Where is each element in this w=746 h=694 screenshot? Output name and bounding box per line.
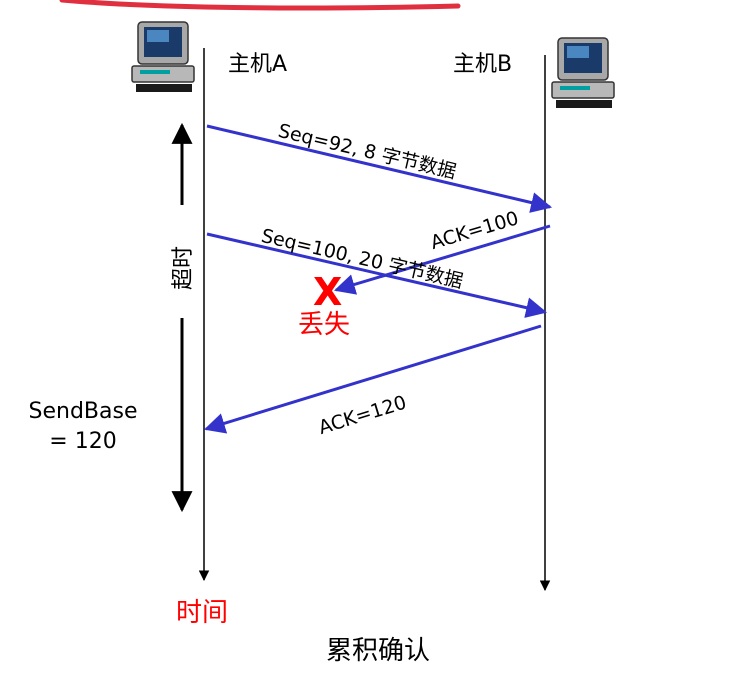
header-highlight-stroke [59,0,461,11]
host-a-label: 主机A [228,52,288,77]
time-axis-label: 时间 [176,598,229,628]
computer-icon [551,37,615,108]
loss-label: 丢失 [298,310,351,340]
sendbase-line2: = 120 [49,429,117,454]
host-b-label: 主机B [453,52,513,77]
computer-icon [131,21,195,92]
ack120-arrow [203,324,542,434]
loss-x-mark: X [313,270,343,314]
sendbase-annotation: SendBase = 120 [18,397,148,457]
seq100-arrow [206,232,548,318]
seq92-arrow [206,124,553,213]
diagram-caption: 累积确认 [326,636,431,666]
sendbase-line1: SendBase [28,399,138,424]
ack100-arrow [333,224,551,295]
timeout-label: 超时 [171,245,196,290]
